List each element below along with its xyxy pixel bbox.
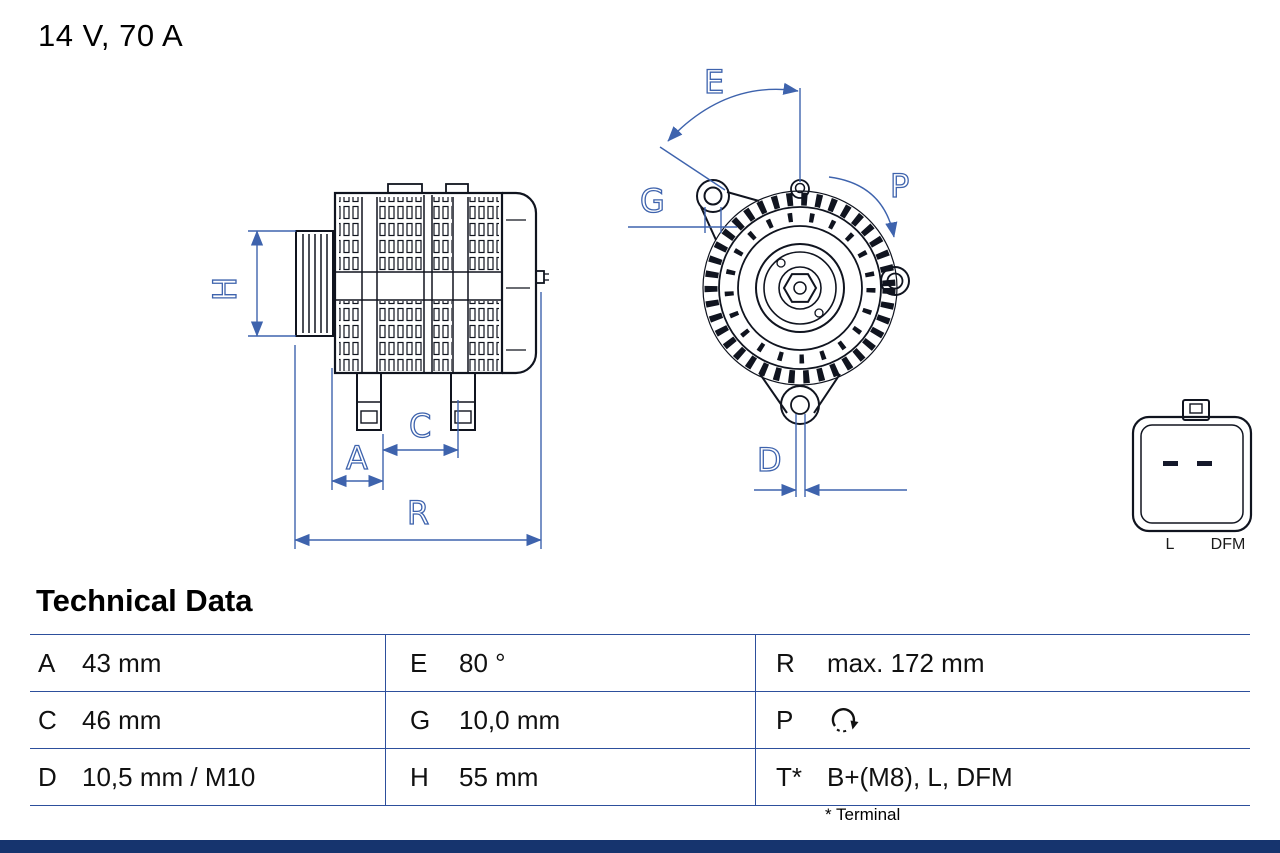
cell-val-d: 10,5 mm / M10 [80, 749, 385, 806]
side-view-drawing [295, 183, 549, 431]
dim-label-h: H [206, 277, 244, 301]
cell-key-h: H [385, 749, 457, 806]
cell-key-c: C [30, 692, 80, 749]
cell-val-a: 43 mm [80, 635, 385, 692]
dim-label-a: A [346, 439, 368, 477]
cell-val-h: 55 mm [457, 749, 755, 806]
cell-key-d: D [30, 749, 80, 806]
cell-val-e: 80 ° [457, 635, 755, 692]
terminal-footnote: * Terminal [825, 805, 901, 824]
connector-pin-l [1163, 461, 1178, 466]
side-view-dimensions: H A C R [205, 230, 542, 549]
cell-key-t: T* [755, 749, 825, 806]
cell-key-g: G [385, 692, 457, 749]
dim-label-g: G [640, 182, 665, 220]
technical-data-heading: Technical Data [36, 583, 253, 618]
cell-val-p [825, 692, 1250, 749]
cell-key-a: A [30, 635, 80, 692]
cell-key-e: E [385, 635, 457, 692]
dim-label-p: P [890, 167, 909, 205]
rotation-direction-icon [831, 708, 859, 733]
footer-bar [0, 840, 1280, 853]
technical-data-table: A 43 mm E 80 ° R max. 172 mm C 46 mm G 1… [30, 634, 1250, 806]
alternator-technical-drawing: H A C R [205, 62, 1253, 553]
cell-val-g: 10,0 mm [457, 692, 755, 749]
front-view-drawing [696, 179, 910, 425]
front-view-dimensions: E G P D [628, 62, 910, 497]
connector-label-l: L [1166, 536, 1175, 553]
dim-label-e: E [704, 63, 724, 101]
cell-key-p: P [755, 692, 825, 749]
cell-val-c: 46 mm [80, 692, 385, 749]
dim-label-r: R [407, 494, 429, 532]
cell-val-r: max. 172 mm [825, 635, 1250, 692]
cell-val-t: B+(M8), L, DFM [825, 749, 1250, 806]
connector-pin-dfm [1197, 461, 1212, 466]
cell-key-r: R [755, 635, 825, 692]
connector-drawing: L DFM [1131, 399, 1253, 553]
dim-label-d: D [757, 441, 782, 479]
dim-label-c: C [409, 407, 431, 445]
page-title: 14 V, 70 A [38, 18, 184, 53]
connector-label-dfm: DFM [1211, 536, 1246, 553]
